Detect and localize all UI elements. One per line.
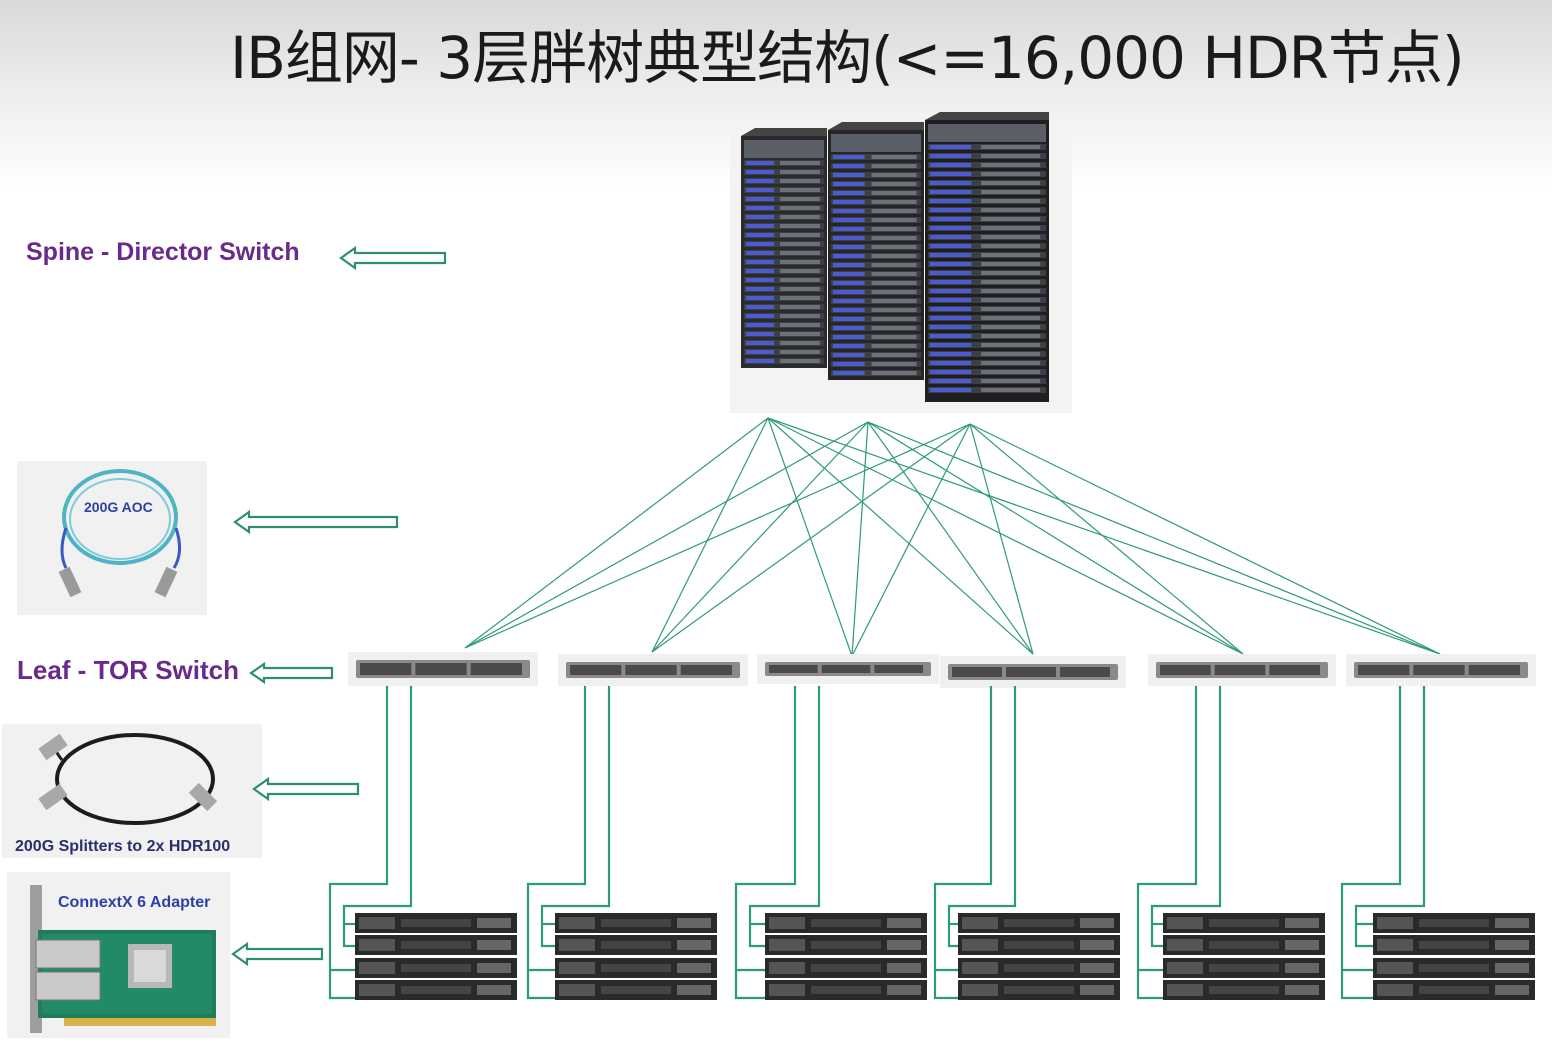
aoc-label: 200G AOC xyxy=(84,499,153,515)
splitter-cable-icon xyxy=(38,733,218,825)
leaf-arrow-icon xyxy=(249,661,334,685)
server-stack xyxy=(1163,913,1325,1000)
server-stack xyxy=(765,913,927,1000)
servers xyxy=(355,913,1535,1000)
server-stack xyxy=(958,913,1120,1000)
rack-slots xyxy=(744,144,1046,393)
leaf-switch xyxy=(348,652,538,686)
aoc-arrow-icon xyxy=(233,509,399,535)
leaf-switch xyxy=(940,656,1126,688)
aoc-cable-icon xyxy=(58,469,181,598)
server-stack xyxy=(555,913,717,1000)
page-title: IB组网- 3层胖树典型结构(<=16,000 HDR节点) xyxy=(230,24,1465,92)
spine-arrow-icon xyxy=(339,245,447,271)
server-stack xyxy=(355,913,517,1000)
leaf-switches xyxy=(348,652,1536,688)
splitter-arrow-icon xyxy=(252,776,360,802)
connectx6-adapter-icon xyxy=(30,885,216,1033)
leaf-switch xyxy=(1148,654,1336,686)
leaf-tor-switch-label: Leaf - TOR Switch xyxy=(17,655,239,685)
leaf-switch xyxy=(558,654,748,686)
spine-rack-2 xyxy=(828,122,924,380)
leaf-switch xyxy=(1346,654,1536,686)
spine-director-switch-label: Spine - Director Switch xyxy=(26,238,300,266)
splitter-label: 200G Splitters to 2x HDR100 xyxy=(15,838,230,855)
adapter-label: ConnextX 6 Adapter xyxy=(58,894,210,911)
leaf-server-links xyxy=(328,686,1426,1000)
server-stack xyxy=(1373,913,1535,1000)
leaf-switch xyxy=(757,654,939,684)
aoc-cable-panel xyxy=(17,461,207,615)
spine-leaf-links xyxy=(464,417,1441,657)
adapter-arrow-icon xyxy=(231,941,324,967)
